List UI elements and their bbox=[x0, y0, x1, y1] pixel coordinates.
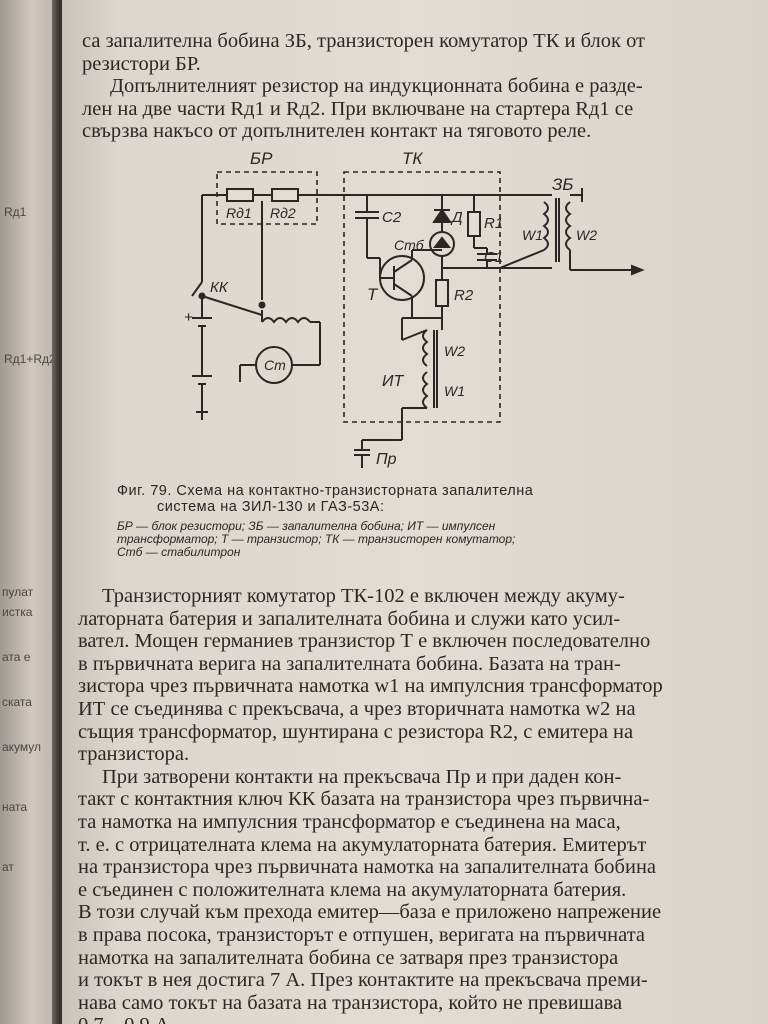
text-line: са запалителна бобина ЗБ, транзисторен к… bbox=[82, 30, 646, 52]
text-line: лен на две части Rд1 и Rд2. При включван… bbox=[82, 97, 634, 120]
label-tk: ТК bbox=[402, 150, 423, 168]
text-line: транзистора. bbox=[78, 743, 190, 766]
label-c2: C2 bbox=[382, 209, 402, 226]
text-line: зистора чрез първичната намотка w1 на им… bbox=[78, 675, 663, 698]
text-line: 0,7—0,9 А. bbox=[78, 1014, 663, 1024]
r1-resistor bbox=[467, 211, 481, 237]
label-plus: + bbox=[184, 309, 193, 326]
figure-legend: БР — блок резистори; ЗБ — запалителна бо… bbox=[117, 520, 515, 559]
label-w1-it: W1 bbox=[444, 383, 465, 399]
label-c1: C1 bbox=[484, 249, 503, 266]
text-line: В този случай към прехода емитер—база е … bbox=[78, 901, 662, 924]
text-line: същия трансформатор, шунтирана с резисто… bbox=[78, 720, 634, 743]
text-line: резистори БР. bbox=[82, 52, 201, 75]
book-page: са запалителна бобина ЗБ, транзисторен к… bbox=[62, 0, 768, 1024]
left-fragment: Rд1+Rд2 bbox=[4, 352, 56, 366]
text-line: латорната батерия и запалителната бобина… bbox=[78, 607, 621, 630]
left-fragment: ат bbox=[2, 860, 14, 874]
legend-line: трансформатор; Т — транзистор; ТК — тран… bbox=[117, 532, 516, 546]
br-box bbox=[216, 171, 318, 225]
label-t: Т bbox=[367, 285, 379, 304]
label-kk: КК bbox=[210, 279, 229, 296]
text-line: в права посока, транзисторът е отпушен, … bbox=[78, 923, 646, 946]
label-w2-zb: W2 bbox=[576, 227, 597, 243]
left-fragment: ската bbox=[2, 695, 32, 709]
label-r2: R2 bbox=[454, 287, 474, 304]
rd1-resistor bbox=[226, 188, 254, 202]
text-line: нава само токът на базата на транзистора… bbox=[78, 991, 623, 1014]
r2-resistor bbox=[435, 279, 449, 307]
left-page-edge: Rд1 Rд1+Rд2 пулат истка ата е ската акум… bbox=[0, 0, 58, 1024]
tk-box bbox=[343, 171, 501, 423]
label-cst: Cтб bbox=[394, 237, 425, 253]
text-line: та намотка на импулсния трансформатор е … bbox=[78, 810, 621, 833]
label-w2-it: W2 bbox=[444, 343, 465, 359]
left-fragment: пулат bbox=[2, 585, 34, 599]
text-line: При затворени контакти на прекъсвача Пр … bbox=[102, 765, 622, 788]
text-line: намотка на запалителната бобина се затва… bbox=[78, 946, 619, 969]
rd2-resistor bbox=[271, 188, 299, 202]
text-line: ИТ се съединява с прекъсвача, а чрез вто… bbox=[78, 697, 636, 720]
label-w1-zb: W1 bbox=[522, 227, 543, 243]
figure-caption: Фиг. 79. Схема на контактно-транзисторна… bbox=[117, 483, 533, 515]
text-line: на транзистора чрез първичната намотка н… bbox=[78, 856, 657, 879]
text-line: и токът в нея достига 7 А. През контакти… bbox=[78, 969, 648, 992]
label-br: БР bbox=[250, 150, 273, 168]
label-rd2: Rд2 bbox=[270, 205, 296, 221]
label-d: Д bbox=[450, 209, 463, 226]
label-pr: Пр bbox=[376, 451, 397, 468]
left-fragment: акумул bbox=[2, 740, 42, 754]
text-line: такт с контактния ключ КК базата на тран… bbox=[78, 788, 650, 811]
caption-line: система на ЗИЛ-130 и ГАЗ-53А: bbox=[157, 499, 385, 515]
label-rd1: Rд1 bbox=[226, 205, 252, 221]
left-fragment: ната bbox=[2, 800, 28, 814]
label-st: Ст bbox=[264, 357, 286, 373]
text-line: Допълнителният резистор на индукционната… bbox=[110, 75, 643, 97]
left-fragment: истка bbox=[2, 605, 33, 619]
legend-line: Стб — стабилитрон bbox=[117, 545, 241, 559]
legend-line: БР — блок резистори; ЗБ — запалителна бо… bbox=[117, 519, 496, 533]
text-line: т. е. с отрицателната клема на акумулато… bbox=[78, 833, 647, 856]
intro-paragraph: са запалителна бобина ЗБ, транзисторен к… bbox=[82, 30, 645, 143]
left-fragment: Rд1 bbox=[4, 205, 27, 219]
text-line: Транзисторният комутатор ТК-102 е включе… bbox=[102, 585, 625, 607]
circuit-diagram: БР ТК ЗБ Rд1 Rд2 C2 Д R1 C1 Cтб Т R2 W2 … bbox=[184, 150, 645, 468]
left-fragment: ата е bbox=[2, 650, 31, 664]
text-line: е съединен с положителната клема на акум… bbox=[78, 878, 627, 901]
body-text: Транзисторният комутатор ТК-102 е включе… bbox=[78, 585, 663, 1024]
caption-line: Фиг. 79. Схема на контактно-транзисторна… bbox=[117, 483, 534, 499]
label-it: ИТ bbox=[382, 373, 404, 390]
text-line: вател. Мощен германиев транзистор Т е вк… bbox=[78, 630, 651, 653]
text-line: свързва накъсо от допълнителен контакт н… bbox=[82, 120, 592, 142]
label-r1: R1 bbox=[484, 215, 503, 232]
text-line: в първичната верига на запалителната боб… bbox=[78, 652, 621, 675]
label-zb: ЗБ bbox=[552, 175, 574, 194]
